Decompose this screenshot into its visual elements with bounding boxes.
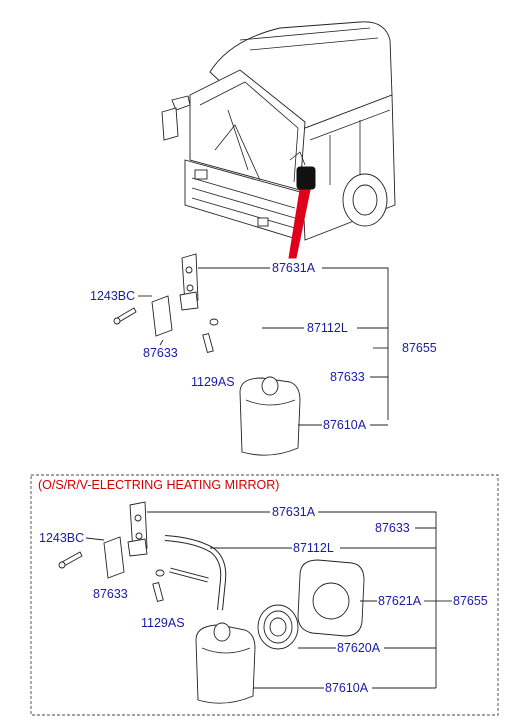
lower-glass-part xyxy=(297,559,365,637)
lower-mirror-head-part xyxy=(195,622,256,704)
lower-label-screw: 1243BC xyxy=(39,531,84,545)
lower-label-bracket: 87631A xyxy=(272,505,316,519)
lower-label-glass: 87621A xyxy=(378,594,422,608)
lower-option-section: (O/S/R/V-ELECTRING HEATING MIRROR) xyxy=(30,474,499,716)
upper-bolt-part xyxy=(202,318,219,354)
lower-cover-part xyxy=(103,536,125,579)
option-frame xyxy=(30,474,499,716)
lower-label-hose: 87112L xyxy=(293,541,334,555)
lower-heater-part xyxy=(257,604,299,650)
lower-label-assembly: 87655 xyxy=(453,594,488,608)
upper-label-bolt: 1129AS xyxy=(191,375,235,389)
upper-mirror-head-part xyxy=(239,376,301,456)
upper-label-assembly: 87655 xyxy=(402,341,437,355)
upper-label-cover: 87633 xyxy=(143,346,178,360)
upper-leader-lines xyxy=(138,267,389,426)
bus-illustration xyxy=(161,21,396,259)
lower-label-cover-right: 87633 xyxy=(375,521,410,535)
lower-hose-part xyxy=(164,535,227,611)
upper-label-screw: 1243BC xyxy=(90,289,135,303)
lower-label-mirror-head: 87610A xyxy=(325,681,369,695)
upper-bracket-part xyxy=(179,253,199,311)
lower-label-bolt: 1129AS xyxy=(141,616,185,630)
lower-label-cover: 87633 xyxy=(93,587,128,601)
upper-label-mirror-head: 87610A xyxy=(323,418,367,432)
upper-label-bracket: 87631A xyxy=(272,261,316,275)
upper-label-cover-right: 87633 xyxy=(330,370,365,384)
upper-hose-part xyxy=(214,288,279,363)
upper-cover-part xyxy=(151,295,173,337)
upper-assembly: 87631A 1243BC 87633 87112L 87655 87633 1… xyxy=(90,253,437,456)
lower-bolt-part xyxy=(152,569,165,603)
lower-leader-lines xyxy=(85,511,452,689)
option-title: (O/S/R/V-ELECTRING HEATING MIRROR) xyxy=(38,478,279,492)
upper-label-hose: 87112L xyxy=(307,321,348,335)
lower-label-heater: 87620A xyxy=(337,641,381,655)
lower-bracket-part xyxy=(127,501,148,557)
lower-screw-part xyxy=(58,551,83,569)
upper-screw-part xyxy=(113,307,137,325)
